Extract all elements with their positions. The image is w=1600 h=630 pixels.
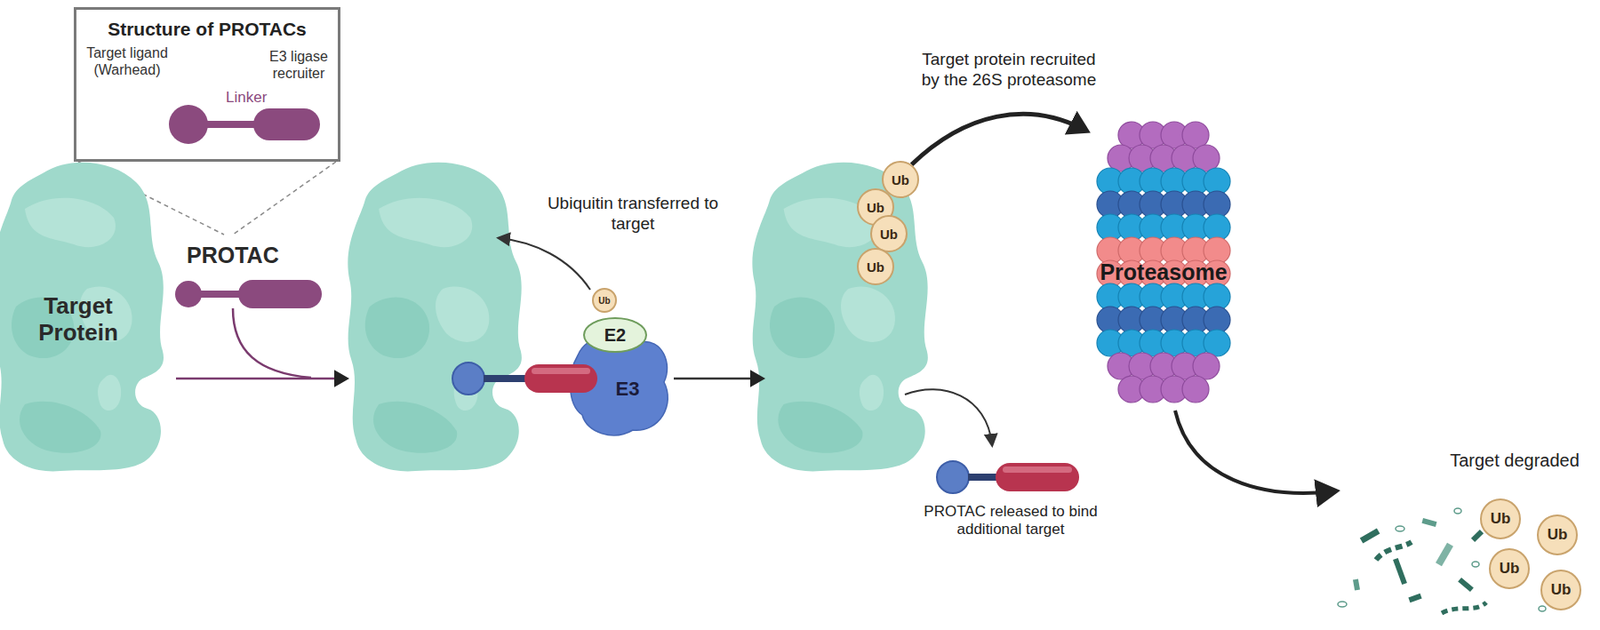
ubiquitin-circle: Ub: [870, 215, 908, 253]
ubiquitin-circle: Ub: [592, 288, 617, 313]
annotation-label: E3 ligase recruiter: [264, 48, 333, 82]
node-text: Ub: [880, 226, 898, 242]
node-text: Ub: [1551, 581, 1572, 600]
ubiquitin-circle: Ub: [856, 248, 895, 286]
node-text: Ub: [891, 172, 910, 188]
node-text: Target Protein: [8, 293, 148, 347]
annotation-label: PROTAC: [186, 241, 312, 269]
inset-box: Structure of PROTACs: [73, 7, 341, 162]
warhead-shape: [452, 362, 485, 395]
target-protein-blob: [0, 162, 164, 472]
zoom-line: [232, 161, 336, 235]
linker-shape: [968, 473, 1000, 481]
annotation-label: Target protein recruited by the 26S prot…: [912, 49, 1106, 91]
step-arrow: [673, 377, 761, 381]
e3-ligase: E3: [606, 373, 649, 406]
node-text: E3: [616, 377, 640, 401]
node-text: Ub: [598, 296, 610, 306]
node-text: Structure of PROTACs: [76, 18, 338, 40]
node-text: E2: [604, 325, 626, 346]
target-protein-blob: [752, 162, 928, 472]
node-text: Ub: [1499, 560, 1520, 578]
degradation-arrow: [1175, 410, 1334, 494]
annotation-label: Target ligand (Warhead): [85, 44, 169, 79]
recruitment-arrow: [912, 113, 1083, 165]
annotation-label: PROTAC released to bind additional targe…: [919, 503, 1103, 540]
node-text: Proteasome: [1088, 259, 1240, 286]
recruiter-shape: [524, 364, 598, 393]
protac-molecule: [175, 280, 322, 309]
warhead-shape: [168, 104, 208, 144]
warhead-shape: [936, 461, 969, 494]
node-text: Ub: [1490, 510, 1512, 528]
ubiquitin-circle: Ub: [1536, 514, 1578, 556]
protein-label-area: Target Protein: [8, 286, 148, 354]
step-arrow: [176, 377, 345, 381]
node-text: Ub: [1547, 526, 1568, 544]
highlight: [531, 368, 591, 375]
ubiquitin-circle: Ub: [1480, 498, 1521, 540]
linker-shape: [483, 375, 528, 383]
protac-structure: [168, 104, 320, 144]
recruiter-shape: [995, 463, 1080, 492]
release-arrow: [904, 389, 992, 445]
transfer-arrow: [499, 238, 591, 290]
annotation-label: Ubiquitin transferred to target: [544, 193, 722, 235]
binding-curve: [232, 308, 312, 378]
node-text: Ub: [866, 259, 885, 275]
proteasome-subunit: [1182, 376, 1209, 403]
proteasome: Proteasome: [1088, 121, 1240, 405]
recruiter-shape: [253, 108, 320, 141]
linker-shape: [204, 120, 258, 128]
target-protein-blob: [347, 162, 522, 472]
node-text: Ub: [866, 200, 885, 216]
e2-ellipse: E2: [583, 317, 648, 353]
highlight: [1002, 466, 1072, 473]
ubiquitin-circle: Ub: [1488, 548, 1530, 590]
annotation-label: Target degraded: [1436, 449, 1593, 472]
annotation-label: Linker: [225, 88, 288, 107]
ubiquitin-circle: Ub: [1540, 569, 1582, 611]
